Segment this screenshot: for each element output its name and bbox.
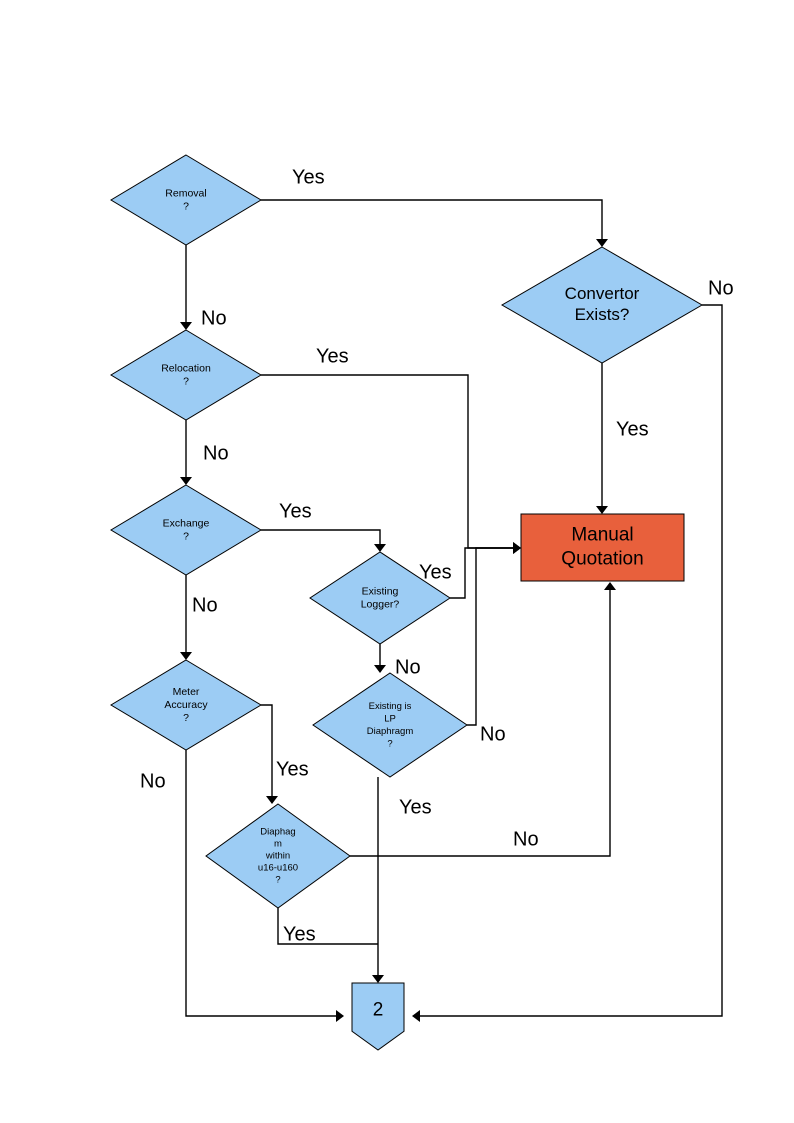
- arrowhead-e-exchange-to-meter: [180, 652, 192, 660]
- process-shape-manual-quotation: [520, 513, 685, 582]
- diamond-shape-relocation: [110, 329, 262, 421]
- arrowhead-e-lp-yes-to-connector2: [372, 975, 384, 983]
- arrowhead-e-convertor-to-connector2: [412, 1010, 420, 1022]
- arrowhead-e-removal-to-convertor: [596, 239, 608, 247]
- node-label-exchange: Exchange: [163, 517, 210, 529]
- edge-e-convertor-to-connector2: [420, 304, 723, 1017]
- node-label-convertor-exists: Convertor: [565, 284, 640, 303]
- node-label-meter-accuracy: ?: [183, 712, 189, 724]
- node-removal[interactable]: Removal?: [110, 154, 262, 246]
- node-label-existing-logger: Existing: [362, 585, 399, 597]
- node-relocation[interactable]: Relocation?: [110, 329, 262, 421]
- node-label-diaphragm-range: u16-u160: [258, 863, 298, 874]
- edge-label-lp-diaphragm-yes: Yes: [399, 796, 432, 818]
- arrowhead-e-exchange-to-logger: [374, 544, 386, 552]
- edge-label-removal-yes: Yes: [292, 166, 325, 188]
- edge-label-meter-accuracy-yes: Yes: [276, 758, 309, 780]
- node-label-existing-logger: Logger?: [361, 598, 400, 610]
- arrowheads-layer: [180, 239, 616, 1022]
- edge-e-meter-yes-to-range: [261, 704, 273, 796]
- node-exchange[interactable]: Exchange?: [110, 484, 262, 576]
- node-label-diaphragm-range: m: [274, 839, 282, 850]
- node-label-existing-lp-diaphragm: Diaphragm: [367, 726, 414, 737]
- connector-shape-connector-2: [351, 982, 405, 1051]
- node-label-removal: ?: [183, 200, 189, 212]
- node-label-diaphragm-range: within: [265, 851, 290, 862]
- nodes-layer: Removal?Relocation?Exchange?MeterAccurac…: [110, 154, 703, 1051]
- node-label-manual-quotation: Manual: [571, 525, 633, 546]
- edge-label-meter-accuracy-no: No: [140, 770, 166, 792]
- arrowhead-e-relocation-to-exchange: [180, 477, 192, 485]
- arrowhead-e-logger-no-to-lp: [374, 665, 386, 673]
- node-label-connector-2: 2: [373, 1000, 384, 1021]
- edge-label-convertor-yes: Yes: [616, 418, 649, 440]
- arrowhead-e-convertor-to-manual: [596, 506, 608, 514]
- edge-label-existing-logger-yes: Yes: [419, 561, 452, 583]
- node-label-convertor-exists: Exists?: [575, 305, 630, 324]
- diamond-shape-diaphragm-range: [205, 803, 351, 909]
- node-label-diaphragm-range: ?: [275, 875, 280, 886]
- node-label-relocation: Relocation: [161, 362, 211, 374]
- edge-label-lp-diaphragm-no: No: [480, 723, 506, 745]
- arrowhead-e-manual-right-return: [604, 582, 616, 590]
- edge-e-removal-to-convertor: [261, 199, 603, 239]
- edge-label-existing-logger-no: No: [395, 656, 421, 678]
- edge-label-relocation-no: No: [203, 442, 229, 464]
- diamond-shape-existing-logger: [309, 551, 451, 645]
- edge-e-logger-yes-to-manual: [450, 547, 513, 599]
- diamond-shape-removal: [110, 154, 262, 246]
- arrowhead-e-meter-yes-to-range: [266, 796, 278, 804]
- diamond-shape-exchange: [110, 484, 262, 576]
- node-label-relocation: ?: [183, 375, 189, 387]
- edge-label-right-return-no: No: [513, 828, 539, 850]
- arrowhead-e-lp-no-to-manual: [513, 542, 521, 554]
- node-label-meter-accuracy: Meter: [173, 686, 200, 698]
- edge-label-exchange-yes: Yes: [279, 500, 312, 522]
- edge-label-relocation-yes: Yes: [316, 345, 349, 367]
- edge-e-exchange-to-logger: [261, 529, 381, 544]
- arrowhead-e-removal-to-relocation: [180, 322, 192, 330]
- node-label-meter-accuracy: Accuracy: [164, 699, 208, 711]
- edge-e-lp-no-to-manual: [467, 547, 513, 726]
- node-label-existing-lp-diaphragm: ?: [387, 738, 392, 749]
- edge-e-meter-no-to-connector2: [185, 750, 336, 1017]
- node-label-diaphragm-range: Diaphag: [260, 827, 295, 838]
- arrowhead-e-meter-no-to-connector2: [336, 1010, 344, 1022]
- node-label-removal: Removal: [165, 187, 206, 199]
- edge-label-exchange-no: No: [192, 594, 218, 616]
- diamond-shape-convertor-exists: [501, 246, 703, 364]
- diamond-shape-meter-accuracy: [110, 659, 262, 751]
- diamond-shape-existing-lp-diaphragm: [312, 672, 468, 778]
- edge-label-diaphragm-range-yes: Yes: [283, 923, 316, 945]
- edges-layer: [185, 199, 723, 1017]
- edge-label-convertor-no: No: [708, 277, 734, 299]
- node-connector-2[interactable]: 2: [351, 982, 405, 1051]
- edge-e-manual-right-return: [350, 590, 611, 857]
- node-label-manual-quotation: Quotation: [561, 549, 643, 570]
- edge-e-range-yes-to-connector2: [277, 908, 378, 945]
- node-label-existing-lp-diaphragm: LP: [384, 713, 396, 724]
- node-label-exchange: ?: [183, 530, 189, 542]
- edge-label-removal-no: No: [201, 307, 227, 329]
- node-label-existing-lp-diaphragm: Existing is: [369, 701, 412, 712]
